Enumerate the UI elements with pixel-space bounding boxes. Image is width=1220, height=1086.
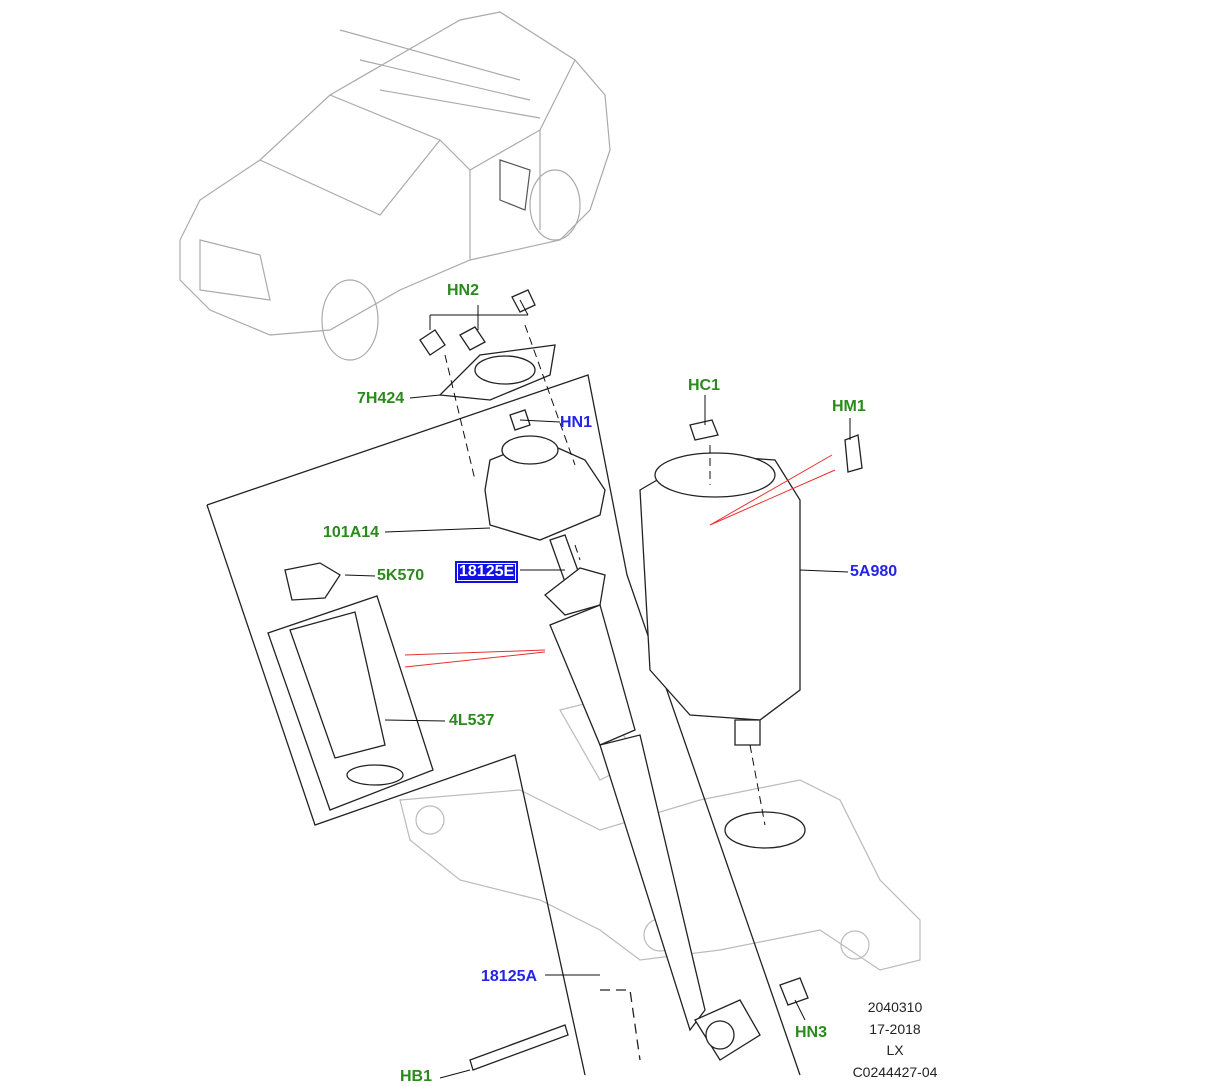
callout-18125e-selected[interactable]: 18125E <box>455 561 519 583</box>
callout-101a14[interactable]: 101A14 <box>323 524 380 541</box>
callout-hn1[interactable]: HN1 <box>560 414 593 431</box>
reference-line-1: 2040310 <box>867 999 923 1015</box>
assembly-axes <box>444 324 766 826</box>
callout-5a980[interactable]: 5A980 <box>850 563 898 580</box>
callout-hc1[interactable]: HC1 <box>688 377 721 394</box>
callout-hn3[interactable]: HN3 <box>795 1024 828 1041</box>
nut-5k570 <box>284 562 341 601</box>
section-frames <box>206 374 801 1076</box>
vehicle-illustration <box>179 11 611 361</box>
reference-line-4: C0244427-04 <box>852 1063 938 1080</box>
leader-lines <box>344 299 851 1079</box>
callout-hn2[interactable]: HN2 <box>447 282 480 299</box>
damper-body-18125a <box>599 734 706 1032</box>
dust-boot-4l537 <box>289 611 386 759</box>
reference-line-2: 17-2018 <box>869 1020 921 1037</box>
parts <box>284 289 863 1071</box>
red-leader-lines <box>404 454 836 668</box>
bump-stop-boot <box>549 604 636 746</box>
callout-hm1[interactable]: HM1 <box>832 398 866 415</box>
illustration-reference: 2040310 17-2018 LX C0244427-04 <box>845 997 945 1083</box>
reference-line-3: LX <box>886 1042 904 1058</box>
callout-5k570[interactable]: 5K570 <box>377 567 425 584</box>
callout-7h424[interactable]: 7H424 <box>357 390 405 407</box>
callout-18125a[interactable]: 18125A <box>481 968 538 985</box>
callout-4l537[interactable]: 4L537 <box>449 712 495 729</box>
callout-hb1[interactable]: HB1 <box>400 1068 433 1085</box>
